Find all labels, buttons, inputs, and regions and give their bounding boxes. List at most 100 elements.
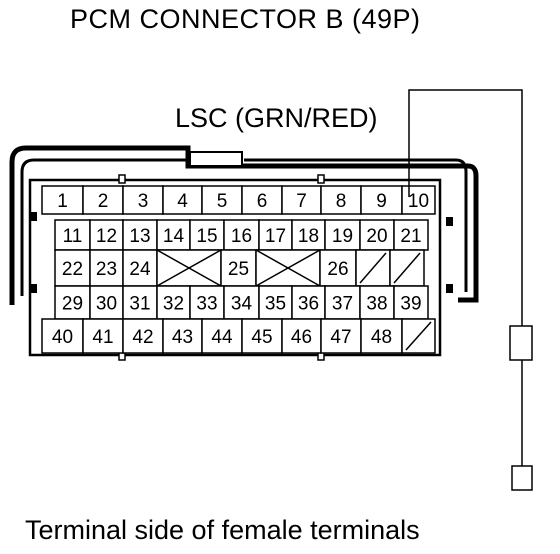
terminal-cell <box>220 249 257 287</box>
terminal-number: 35 <box>265 294 286 315</box>
terminal-5: 5 <box>201 185 243 215</box>
terminal-number: 44 <box>211 327 233 348</box>
terminal-44: 44 <box>201 318 243 354</box>
terminal-31: 31 <box>122 285 158 320</box>
connector-outer-shell <box>9 145 479 305</box>
terminal-cell <box>401 185 436 215</box>
terminal-23: 23 <box>89 249 124 287</box>
terminal-cell <box>89 285 124 320</box>
terminal-cell <box>156 219 191 251</box>
terminal-48: 48 <box>360 318 403 354</box>
terminal-cell <box>324 285 361 320</box>
terminal-number: 26 <box>327 259 348 280</box>
terminal-9: 9 <box>360 185 403 215</box>
terminal-number: 36 <box>298 294 319 315</box>
caption: Terminal side of female terminals <box>25 515 420 545</box>
wire-label: LSC (GRN/RED) <box>175 103 378 133</box>
terminal-blank <box>355 249 391 287</box>
terminal-number: 20 <box>366 226 387 247</box>
terminal-number: 12 <box>96 226 117 247</box>
terminal-number: 39 <box>400 294 421 315</box>
terminal-cell <box>393 285 429 320</box>
terminal-number: 24 <box>129 259 151 280</box>
terminal-cell <box>319 249 357 287</box>
terminal-number: 7 <box>296 191 307 212</box>
terminal-7: 7 <box>281 185 322 215</box>
terminal-cell <box>189 219 225 251</box>
terminal-19: 19 <box>324 219 361 251</box>
terminal-number: 32 <box>163 294 184 315</box>
terminal-cell <box>162 185 203 215</box>
terminal-17: 17 <box>258 219 293 251</box>
terminal-29: 29 <box>54 285 91 320</box>
terminal-cell <box>162 318 203 354</box>
terminal-number: 46 <box>291 327 312 348</box>
unused-cross-line <box>255 249 321 287</box>
terminal-14: 14 <box>156 219 191 251</box>
terminal-cell <box>258 219 293 251</box>
terminal-46: 46 <box>281 318 322 354</box>
terminal-number: 16 <box>231 226 252 247</box>
terminal-number: 19 <box>332 226 353 247</box>
terminal-32: 32 <box>156 285 191 320</box>
terminal-number: 21 <box>400 226 421 247</box>
terminal-35: 35 <box>258 285 293 320</box>
terminal-number: 43 <box>172 327 193 348</box>
terminal-cell <box>359 219 395 251</box>
terminal-number: 9 <box>376 191 387 212</box>
terminal-cell <box>320 318 362 354</box>
terminal-cell <box>360 318 403 354</box>
connector-latch <box>189 151 243 167</box>
notch-top-left <box>118 174 126 184</box>
terminal-number: 17 <box>265 226 286 247</box>
terminal-25: 25 <box>220 249 257 287</box>
terminal-number: 45 <box>251 327 272 348</box>
unused-slash-line <box>359 252 387 284</box>
terminal-number: 37 <box>332 294 353 315</box>
terminal-number: 38 <box>366 294 387 315</box>
terminal-16: 16 <box>223 219 260 251</box>
terminal-18: 18 <box>291 219 326 251</box>
terminal-cell <box>393 219 429 251</box>
terminal-13: 13 <box>122 219 158 251</box>
lock-marker-right-top <box>446 217 453 226</box>
terminal-number: 10 <box>408 191 429 212</box>
terminal-11: 11 <box>54 219 91 251</box>
terminal-30: 30 <box>89 285 124 320</box>
terminal-number: 22 <box>62 259 83 280</box>
terminal-3: 3 <box>122 185 164 215</box>
terminal-39: 39 <box>393 285 429 320</box>
probe-wire <box>408 89 523 326</box>
terminal-1: 1 <box>41 185 84 215</box>
terminal-number: 40 <box>52 327 73 348</box>
terminal-number: 47 <box>330 327 351 348</box>
terminal-41: 41 <box>82 318 124 354</box>
connector-title: PCM CONNECTOR B (49P) <box>70 4 421 34</box>
terminal-21: 21 <box>393 219 429 251</box>
terminal-cell <box>201 185 243 215</box>
terminal-12: 12 <box>89 219 124 251</box>
terminal-40: 40 <box>41 318 84 354</box>
terminal-4: 4 <box>162 185 203 215</box>
terminal-cell <box>223 285 260 320</box>
connector-inner-housing <box>20 158 468 296</box>
terminal-33: 33 <box>189 285 225 320</box>
terminal-6: 6 <box>241 185 283 215</box>
terminal-number: 6 <box>257 191 268 212</box>
terminal-number: 15 <box>196 226 217 247</box>
terminal-24: 24 <box>122 249 158 287</box>
terminal-34: 34 <box>223 285 260 320</box>
terminal-20: 20 <box>359 219 395 251</box>
terminal-22: 22 <box>54 249 91 287</box>
terminal-number: 11 <box>63 226 83 247</box>
terminal-cell <box>122 185 164 215</box>
terminal-47: 47 <box>320 318 362 354</box>
notch-top-right <box>317 174 325 184</box>
terminal-cell <box>82 185 124 215</box>
terminal-number: 23 <box>96 259 117 280</box>
terminal-45: 45 <box>241 318 283 354</box>
terminal-cell <box>281 185 322 215</box>
unused-cross-line <box>156 249 222 287</box>
lock-marker-right-bottom <box>446 284 453 293</box>
